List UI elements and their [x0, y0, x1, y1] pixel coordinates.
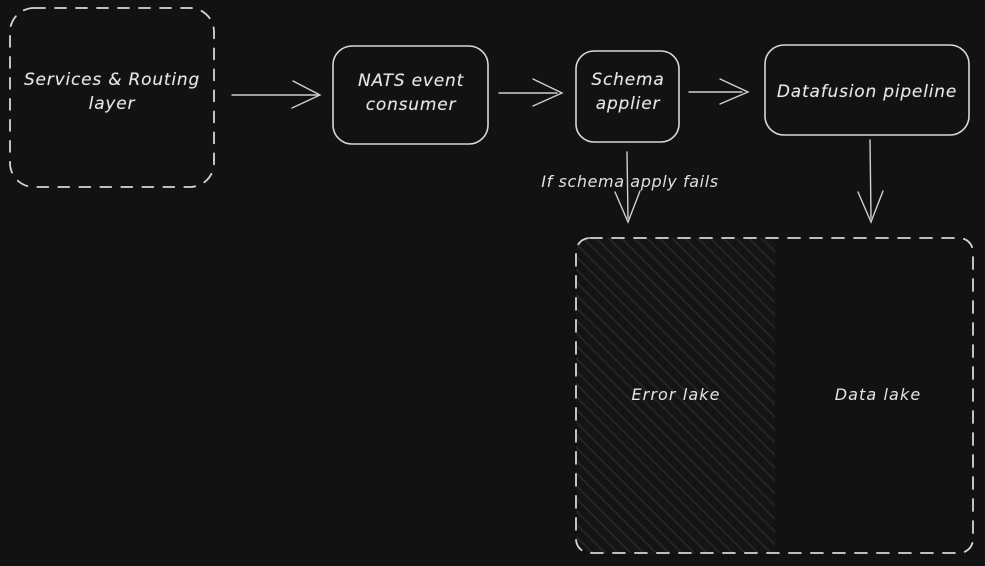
- edge-services-to-nats: [231, 80, 322, 109]
- edge-schema-to-datafusion: [688, 78, 750, 105]
- lake-storage-container: [575, 237, 974, 554]
- node-datafusion-pipeline[interactable]: [764, 44, 970, 136]
- edge-schema-to-error-lake: [614, 151, 641, 224]
- node-schema-applier[interactable]: [575, 50, 680, 143]
- node-services-routing-layer[interactable]: [9, 7, 215, 188]
- edge-nats-to-schema: [498, 78, 564, 107]
- error-lake-region: [576, 238, 775, 553]
- node-nats-event-consumer[interactable]: [332, 45, 489, 145]
- edge-datafusion-to-data-lake: [857, 139, 884, 224]
